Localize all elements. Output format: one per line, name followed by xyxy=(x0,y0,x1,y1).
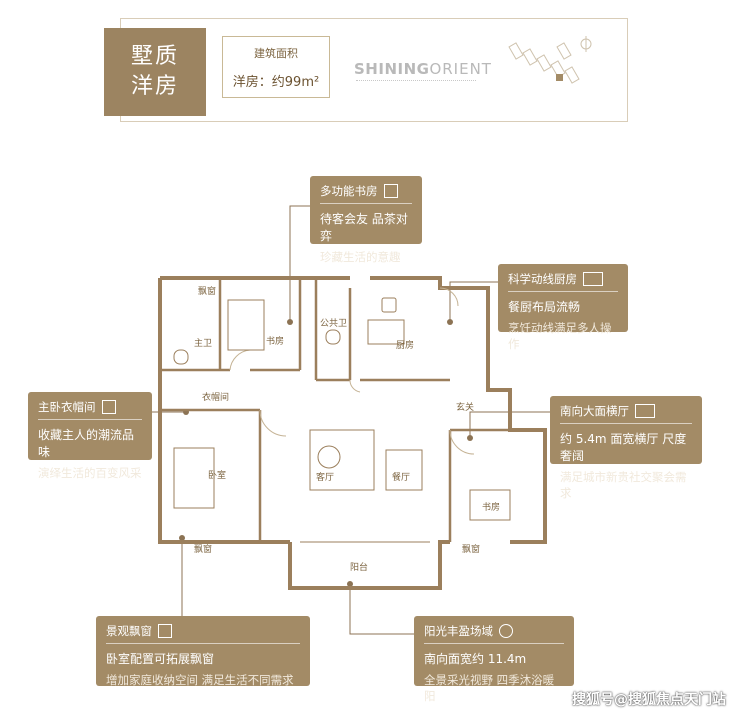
callout-bay-line2: 增加家庭收纳空间 满足生活不同需求 xyxy=(106,673,294,687)
callout-study: 多功能书房 待客会友 品茶对弈 珍藏生活的意趣 xyxy=(310,176,422,264)
room-bay-bottom-right: 飘窗 xyxy=(462,543,480,555)
area-box: 建筑面积 洋房：约99m² xyxy=(222,36,330,98)
room-bay-bottom-left: 飘窗 xyxy=(194,543,212,555)
callout-wardrobe: 主卧衣帽间 收藏主人的潮流品味 演绎生活的百变风采 xyxy=(28,392,152,480)
unit-type-line1: 墅质 xyxy=(130,44,179,69)
callout-balcony-line1: 南向面宽约 11.4m xyxy=(424,652,527,666)
sofa-icon xyxy=(635,404,655,418)
room-wardrobe: 衣帽间 xyxy=(202,391,229,403)
brand-logo: SHININGORIENT xyxy=(354,60,492,78)
callout-living-title: 南向大面横厅 xyxy=(560,404,629,418)
floor-plan: 飘窗 书房 主卫 公共卫 厨房 衣帽间 玄关 卧室 客厅 餐厅 书房 飘窗 飘窗… xyxy=(158,276,547,590)
room-bay-top: 飘窗 xyxy=(198,285,216,297)
room-dining: 餐厅 xyxy=(392,471,410,483)
callout-living-line1: 约 5.4m 面宽横厅 尺度奢阔 xyxy=(560,432,687,463)
wardrobe-icon xyxy=(101,400,116,414)
area-value: 洋房：约99m² xyxy=(232,75,320,90)
callout-living: 南向大面横厅 约 5.4m 面宽横厅 尺度奢阔 满足城市新贵社交聚会需求 xyxy=(550,396,702,500)
plant-icon xyxy=(499,624,513,638)
callout-balcony-title: 阳光丰盈场域 xyxy=(424,624,493,638)
room-living: 客厅 xyxy=(316,471,334,483)
brand-light: ORIENT xyxy=(429,60,492,78)
callout-study-line1: 待客会友 品茶对弈 xyxy=(320,212,408,243)
callout-kitchen-title: 科学动线厨房 xyxy=(508,272,577,286)
room-study-south: 书房 xyxy=(482,501,500,513)
callout-wardrobe-line2: 演绎生活的百变风采 xyxy=(38,466,142,480)
bookshelf-icon xyxy=(383,184,398,198)
room-balcony: 阳台 xyxy=(350,561,368,573)
room-public-bath: 公共卫 xyxy=(320,318,347,329)
callout-study-title: 多功能书房 xyxy=(320,184,378,198)
room-study-north: 书房 xyxy=(266,335,284,347)
room-kitchen: 厨房 xyxy=(396,339,414,351)
callout-kitchen: 科学动线厨房 餐厨布局流畅 烹饪动线满足多人操作 xyxy=(498,264,628,351)
callout-balcony-line2: 全景采光视野 四季沐浴暖阳 xyxy=(424,673,555,703)
callout-living-line2: 满足城市新贵社交聚会需求 xyxy=(560,470,687,500)
callout-kitchen-line1: 餐厨布局流畅 xyxy=(508,300,581,314)
callout-bay-window: 景观飘窗 卧室配置可拓展飘窗 增加家庭收纳空间 满足生活不同需求 xyxy=(96,616,310,687)
room-bedroom: 卧室 xyxy=(208,469,226,481)
area-label: 建筑面积 xyxy=(254,47,298,60)
callout-bay-title: 景观飘窗 xyxy=(106,624,152,638)
watermark: 搜狐号@搜狐焦点天门站 xyxy=(572,692,726,708)
room-entry: 玄关 xyxy=(456,401,474,413)
unit-type-line2: 洋房 xyxy=(130,74,179,99)
brand-bold: SHINING xyxy=(354,60,430,78)
callout-kitchen-line2: 烹饪动线满足多人操作 xyxy=(508,321,612,351)
callout-wardrobe-title: 主卧衣帽间 xyxy=(38,400,96,414)
brand-subline xyxy=(356,80,476,85)
window-icon xyxy=(158,624,172,638)
stove-icon xyxy=(583,272,603,286)
callout-wardrobe-line1: 收藏主人的潮流品味 xyxy=(38,428,135,459)
callout-bay-line1: 卧室配置可拓展飘窗 xyxy=(106,652,215,666)
site-minimap xyxy=(508,36,592,84)
unit-type-block: 墅质 洋房 xyxy=(104,28,206,116)
room-master-bath: 主卫 xyxy=(194,337,212,349)
callout-study-line2: 珍藏生活的意趣 xyxy=(320,250,401,264)
callout-balcony: 阳光丰盈场域 南向面宽约 11.4m 全景采光视野 四季沐浴暖阳 xyxy=(414,616,574,703)
